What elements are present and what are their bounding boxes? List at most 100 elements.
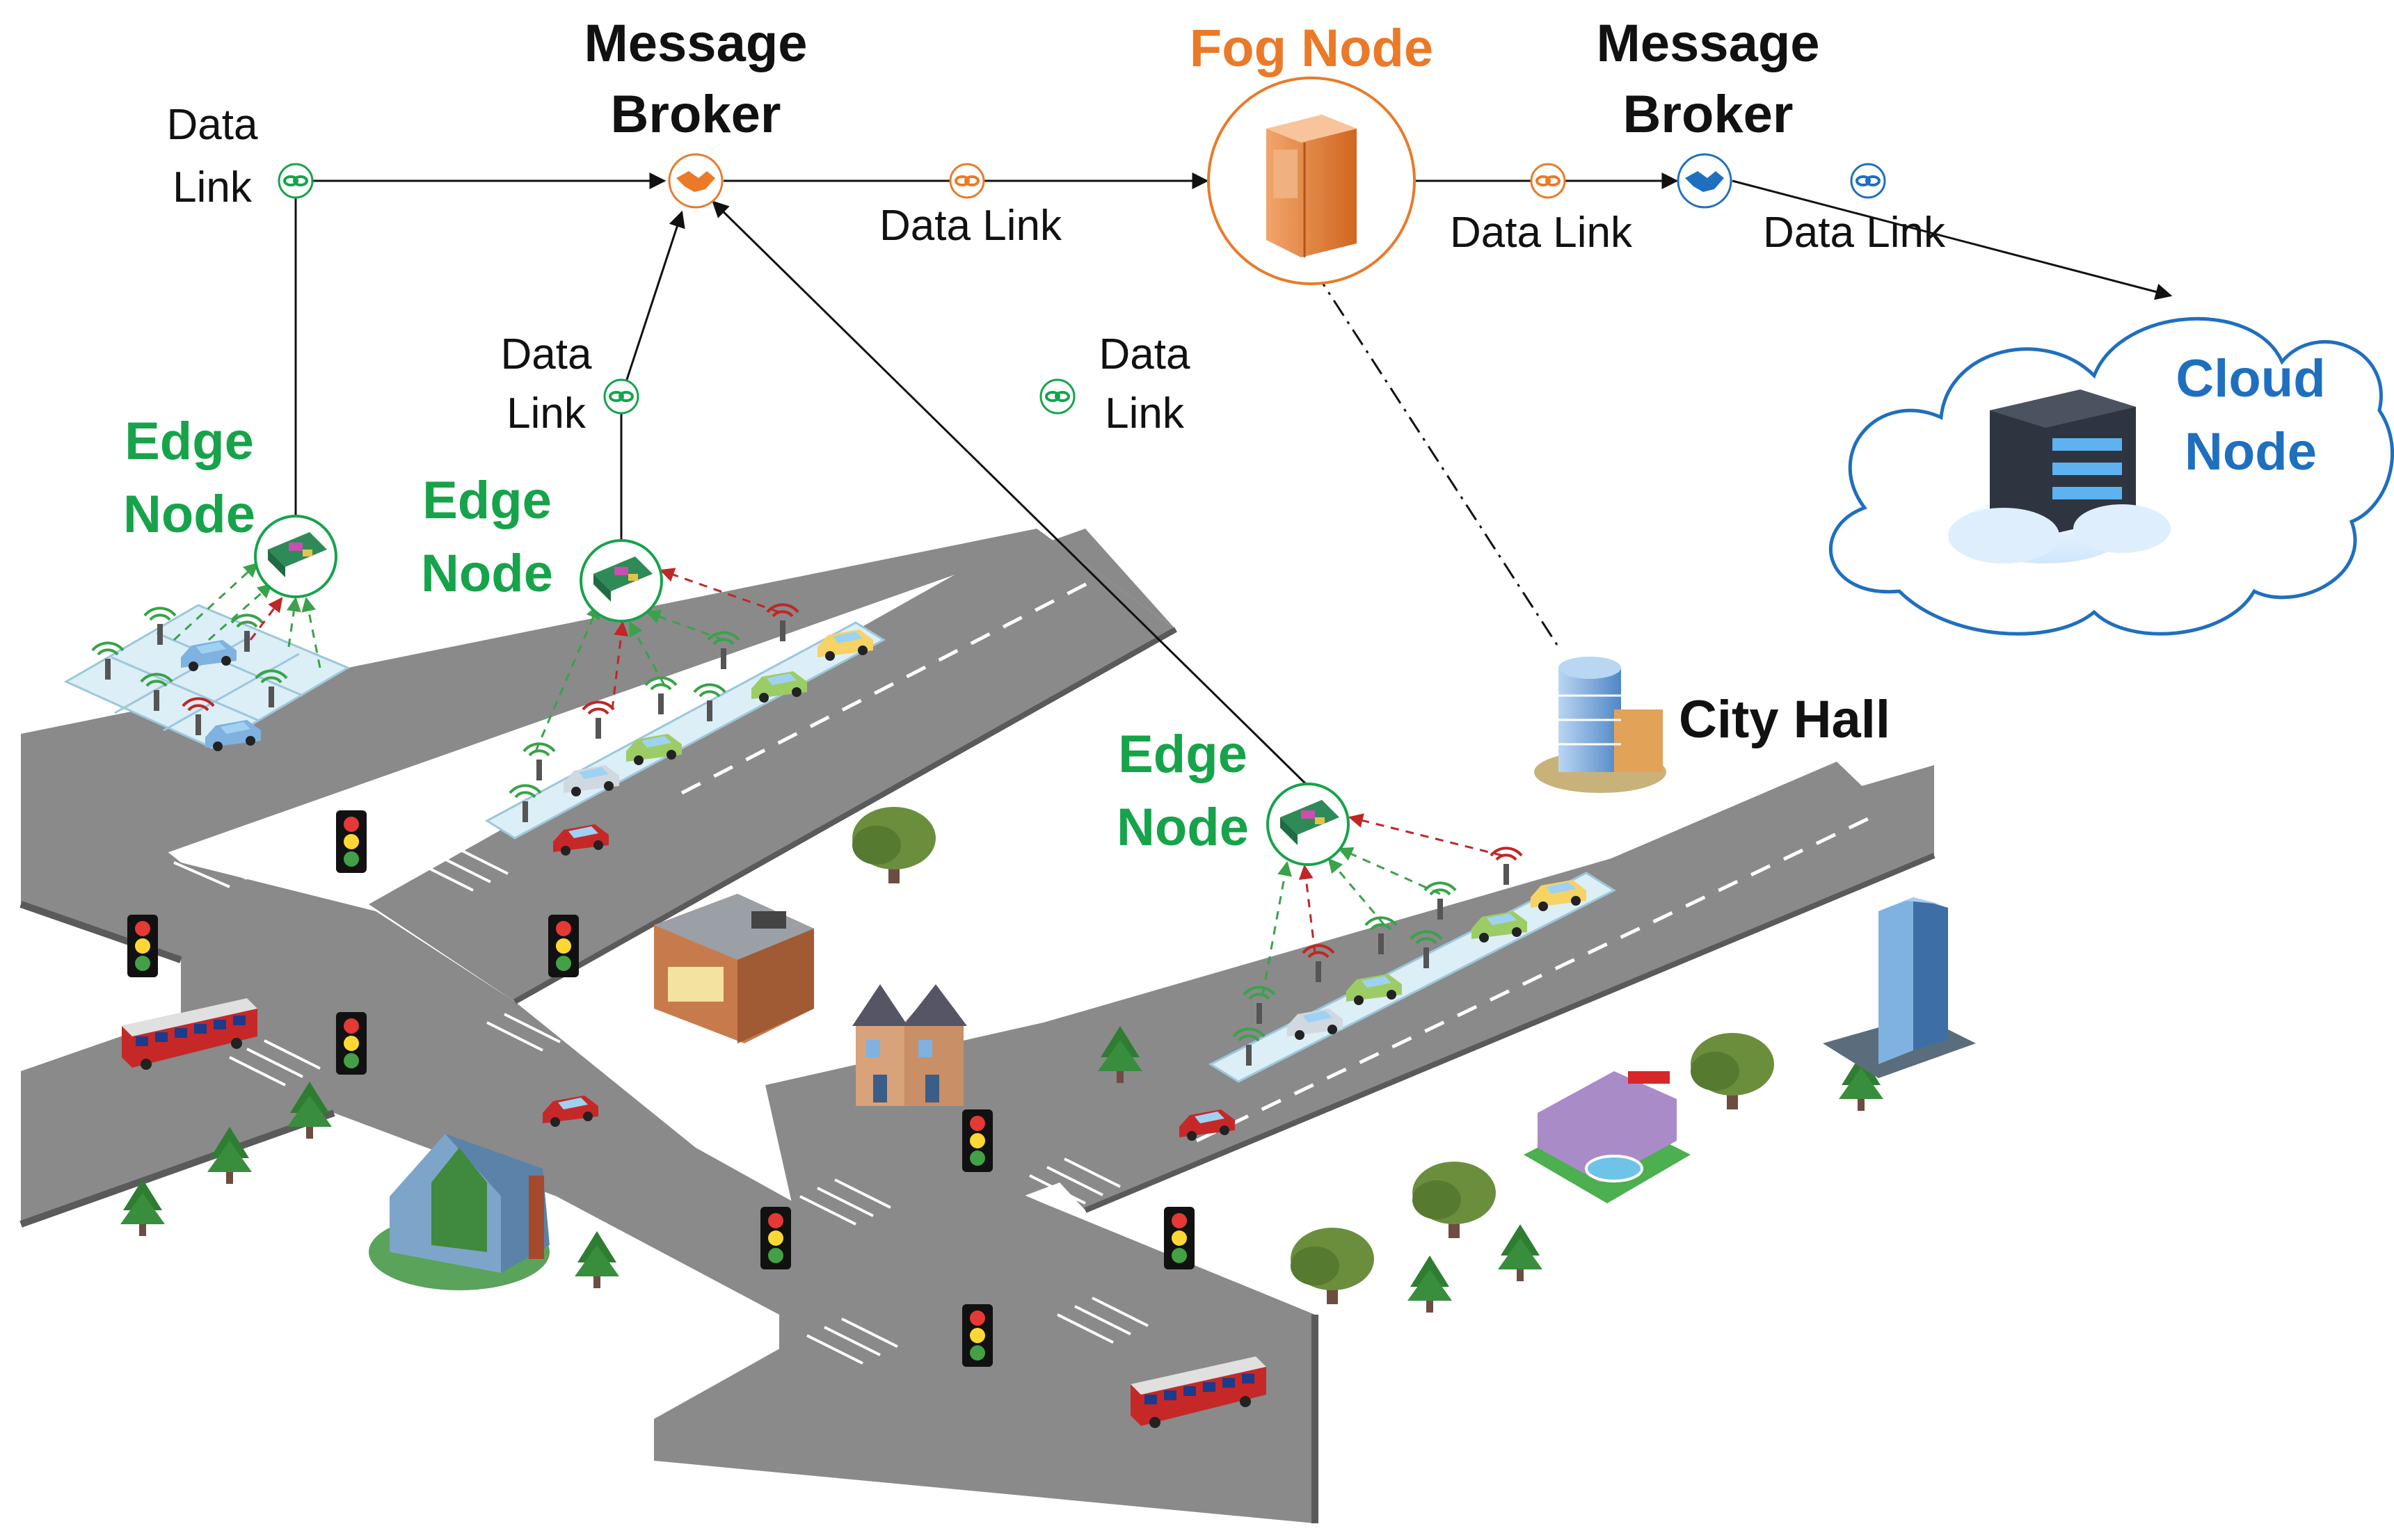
wireless-sensor-icon: [1410, 930, 1443, 968]
road-curb-4: [1084, 853, 1936, 1213]
sensor-link: [1327, 858, 1386, 926]
car-icon: [817, 629, 873, 661]
sensor-link: [660, 568, 780, 613]
poolhouse-building-icon: [1524, 1071, 1691, 1203]
traffic-light-icon: [548, 915, 579, 977]
cloud-node-label-a: Cloud: [2176, 349, 2325, 408]
tree-icon: [1839, 1054, 1883, 1111]
edge-node-3-label-b: Node: [1117, 798, 1249, 857]
tree-icon: [120, 1179, 165, 1236]
broker1-label-a: Message: [584, 14, 807, 73]
wireless-sensor-icon: [1490, 847, 1523, 885]
sensor-link: [301, 596, 321, 668]
broker2-label-b: Broker: [1623, 85, 1794, 144]
link-edge3-to-broker1: [712, 200, 1309, 787]
crosswalk-1: [173, 844, 1149, 1365]
chain-link-icon: [1039, 378, 1076, 415]
chain-link-icon: [1850, 163, 1886, 199]
city-hall-building-icon: [1534, 657, 1666, 793]
sensor-link: [534, 604, 600, 752]
circuit-board-icon: [268, 532, 327, 577]
tree-icon: [207, 1127, 252, 1184]
townhouse-building-icon: [852, 984, 967, 1106]
data-link-label-2: Data Link: [879, 202, 1062, 250]
data-link-label-5a: Data: [501, 330, 592, 378]
car-icon: [181, 640, 237, 671]
sensor-link: [646, 609, 724, 641]
link-broker2-to-cloud: [1732, 179, 2173, 300]
city-hall-label: City Hall: [1679, 690, 1890, 749]
sensor-link: [173, 562, 259, 641]
data-link-label-1a: Data: [167, 101, 258, 149]
data-link-label-3: Data Link: [1450, 209, 1633, 257]
road-avenue-1: [369, 529, 1176, 1002]
edge-node-1-label-b: Node: [123, 485, 255, 544]
traffic-light-icon: [336, 810, 367, 873]
car-icon: [1179, 1109, 1235, 1141]
traffic-light-icon: [962, 1304, 993, 1367]
lane-dash-1: [680, 575, 1101, 795]
link-edge2-to-broker1: [620, 210, 685, 397]
sensor-link: [1298, 864, 1316, 954]
car-icon: [205, 720, 261, 751]
wireless-sensor-icon: [230, 613, 264, 652]
road-curb-3: [513, 627, 1177, 1004]
car-icon: [1531, 880, 1586, 911]
edge-node-2: [580, 539, 663, 623]
chain-link-icon: [278, 163, 314, 199]
traffic-light-icon: [962, 1109, 993, 1172]
wireless-sensor-icon: [766, 603, 799, 641]
edge-node-3-label-a: Edge: [1118, 725, 1247, 784]
wireless-sensor-icon: [255, 669, 288, 707]
sensor-link: [1348, 813, 1503, 857]
cloud-node: [1828, 316, 2394, 636]
skyscraper-building-icon: [1823, 897, 1976, 1078]
wireless-sensor-icon: [582, 700, 615, 739]
data-link-label-6b: Link: [1105, 390, 1185, 438]
broker1-label-b: Broker: [611, 85, 781, 144]
tree-icon: [1412, 1162, 1496, 1238]
car-icon: [543, 1096, 598, 1127]
server-tower-icon: [1266, 115, 1357, 257]
buildings: [369, 657, 1976, 1290]
wireless-sensor-icon: [522, 742, 556, 780]
wireless-sensor-icon: [182, 697, 215, 735]
tree-icon: [852, 807, 936, 883]
wireless-sensor-icon: [1423, 881, 1457, 920]
vehicles: [122, 629, 1586, 1428]
circuit-board-icon: [593, 556, 653, 602]
circuit-board-icon: [1280, 800, 1339, 845]
chain-link-icon: [1530, 163, 1566, 199]
car-icon: [553, 824, 609, 856]
chain-link-icon: [603, 378, 639, 415]
edge-node-1-label-a: Edge: [125, 412, 254, 471]
wireless-sensor-icon: [509, 784, 542, 822]
trees: [120, 807, 1883, 1313]
car-icon: [564, 765, 619, 796]
handshake-icon: [1677, 153, 1732, 209]
data-link-icons: [278, 163, 1886, 415]
car-icon: [1471, 911, 1527, 943]
wireless-sensor-icon: [1364, 916, 1398, 954]
edge-node-3: [1266, 783, 1350, 866]
fog-node: [1207, 77, 1416, 285]
broker2-label-a: Message: [1596, 14, 1819, 73]
traffic-light-icon: [760, 1207, 791, 1269]
traffic-lights: [127, 810, 1195, 1367]
wireless-sensor-icon: [140, 673, 173, 711]
bus-icon: [1131, 1356, 1266, 1428]
sensor-link: [1338, 847, 1441, 895]
car-icon: [626, 734, 682, 765]
house-building-icon: [369, 1134, 550, 1290]
data-link-label-4: Data Link: [1763, 209, 1946, 257]
car-icon: [751, 671, 807, 703]
wireless-sensor-icon: [1243, 986, 1276, 1024]
edge-node-2-label-b: Node: [421, 544, 553, 603]
handshake-icon: [668, 153, 724, 209]
cloud-server-icon: [1948, 390, 2171, 563]
data-link-label-6a: Data: [1099, 330, 1190, 378]
tree-icon: [287, 1082, 332, 1139]
edge-sensor-links: [173, 562, 1503, 995]
wireless-sensor-icon: [143, 607, 177, 645]
